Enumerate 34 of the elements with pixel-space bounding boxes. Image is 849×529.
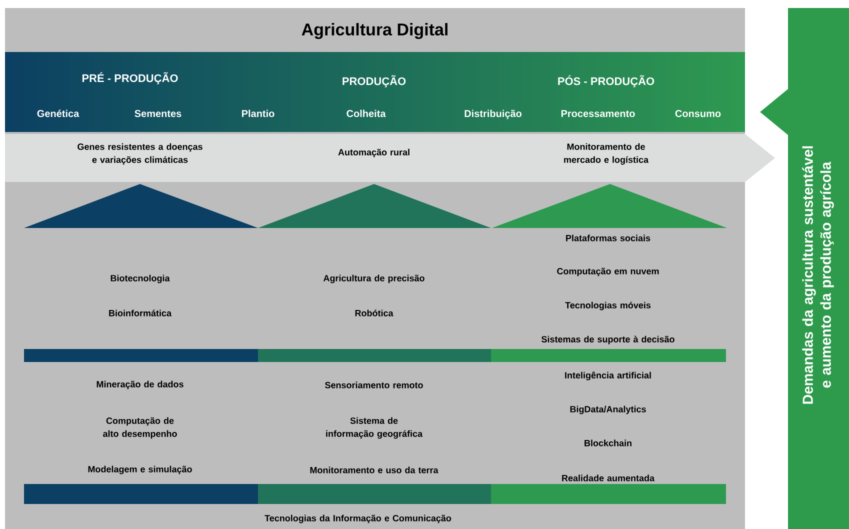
phase-heading: PÓS - PRODUÇÃO xyxy=(558,75,654,88)
band-text: Monitoramento de mercado e logística xyxy=(564,143,649,165)
technology-label: Bioinformática xyxy=(109,310,172,316)
technology-label: Biotecnologia xyxy=(110,274,170,284)
technology-label: Tecnologias móveis xyxy=(565,302,651,310)
technology-label: Modelagem e simulação xyxy=(88,466,192,474)
technology-label: Robótica xyxy=(355,310,394,316)
technology-label: Realidade aumentada xyxy=(562,474,655,482)
stage-label: Genética xyxy=(37,110,80,118)
stage-label: Plantio xyxy=(242,110,274,118)
stage-label: Sementes xyxy=(134,110,182,118)
technology-label: Agricultura de precisão xyxy=(323,274,424,284)
technology-label: Tecnologias da Informação e Comunicação xyxy=(264,514,452,524)
technology-label: Sistema de informação geográfica xyxy=(326,417,423,439)
technology-label: Monitoramento e uso da terra xyxy=(310,466,438,474)
technology-label: BigData/Analytics xyxy=(570,406,646,414)
band-text: Genes resistentes a doenças e variações climáticas xyxy=(78,143,202,165)
technology-label: Blockchain xyxy=(584,440,632,446)
stage-label: Distribuição xyxy=(464,110,522,120)
stage-label: Processamento xyxy=(561,110,635,118)
technology-label: Sistemas de suporte à decisão xyxy=(542,336,674,344)
phase-heading: PRÉ - PRODUÇÃO xyxy=(82,72,178,84)
technology-label: Mineração de dados xyxy=(96,380,184,390)
phase-heading: PRODUÇÃO xyxy=(342,75,406,88)
band-text: Automação rural xyxy=(338,148,410,158)
stage-label: Colheita xyxy=(346,110,386,118)
technology-label: Plataformas sociais xyxy=(566,234,650,242)
technology-label: Computação de alto desempenho xyxy=(103,417,177,439)
title: Agricultura Digital xyxy=(302,23,448,39)
stage-label: Consumo xyxy=(675,110,721,118)
technology-label: Inteligência artificial xyxy=(565,372,651,380)
technology-label: Sensoriamento remoto xyxy=(325,382,423,388)
side-arrow-bar: Demandas da agricultura sustentável e aumento da produção agrícola xyxy=(760,8,849,529)
technology-label: Computação em nuvem xyxy=(557,268,659,276)
